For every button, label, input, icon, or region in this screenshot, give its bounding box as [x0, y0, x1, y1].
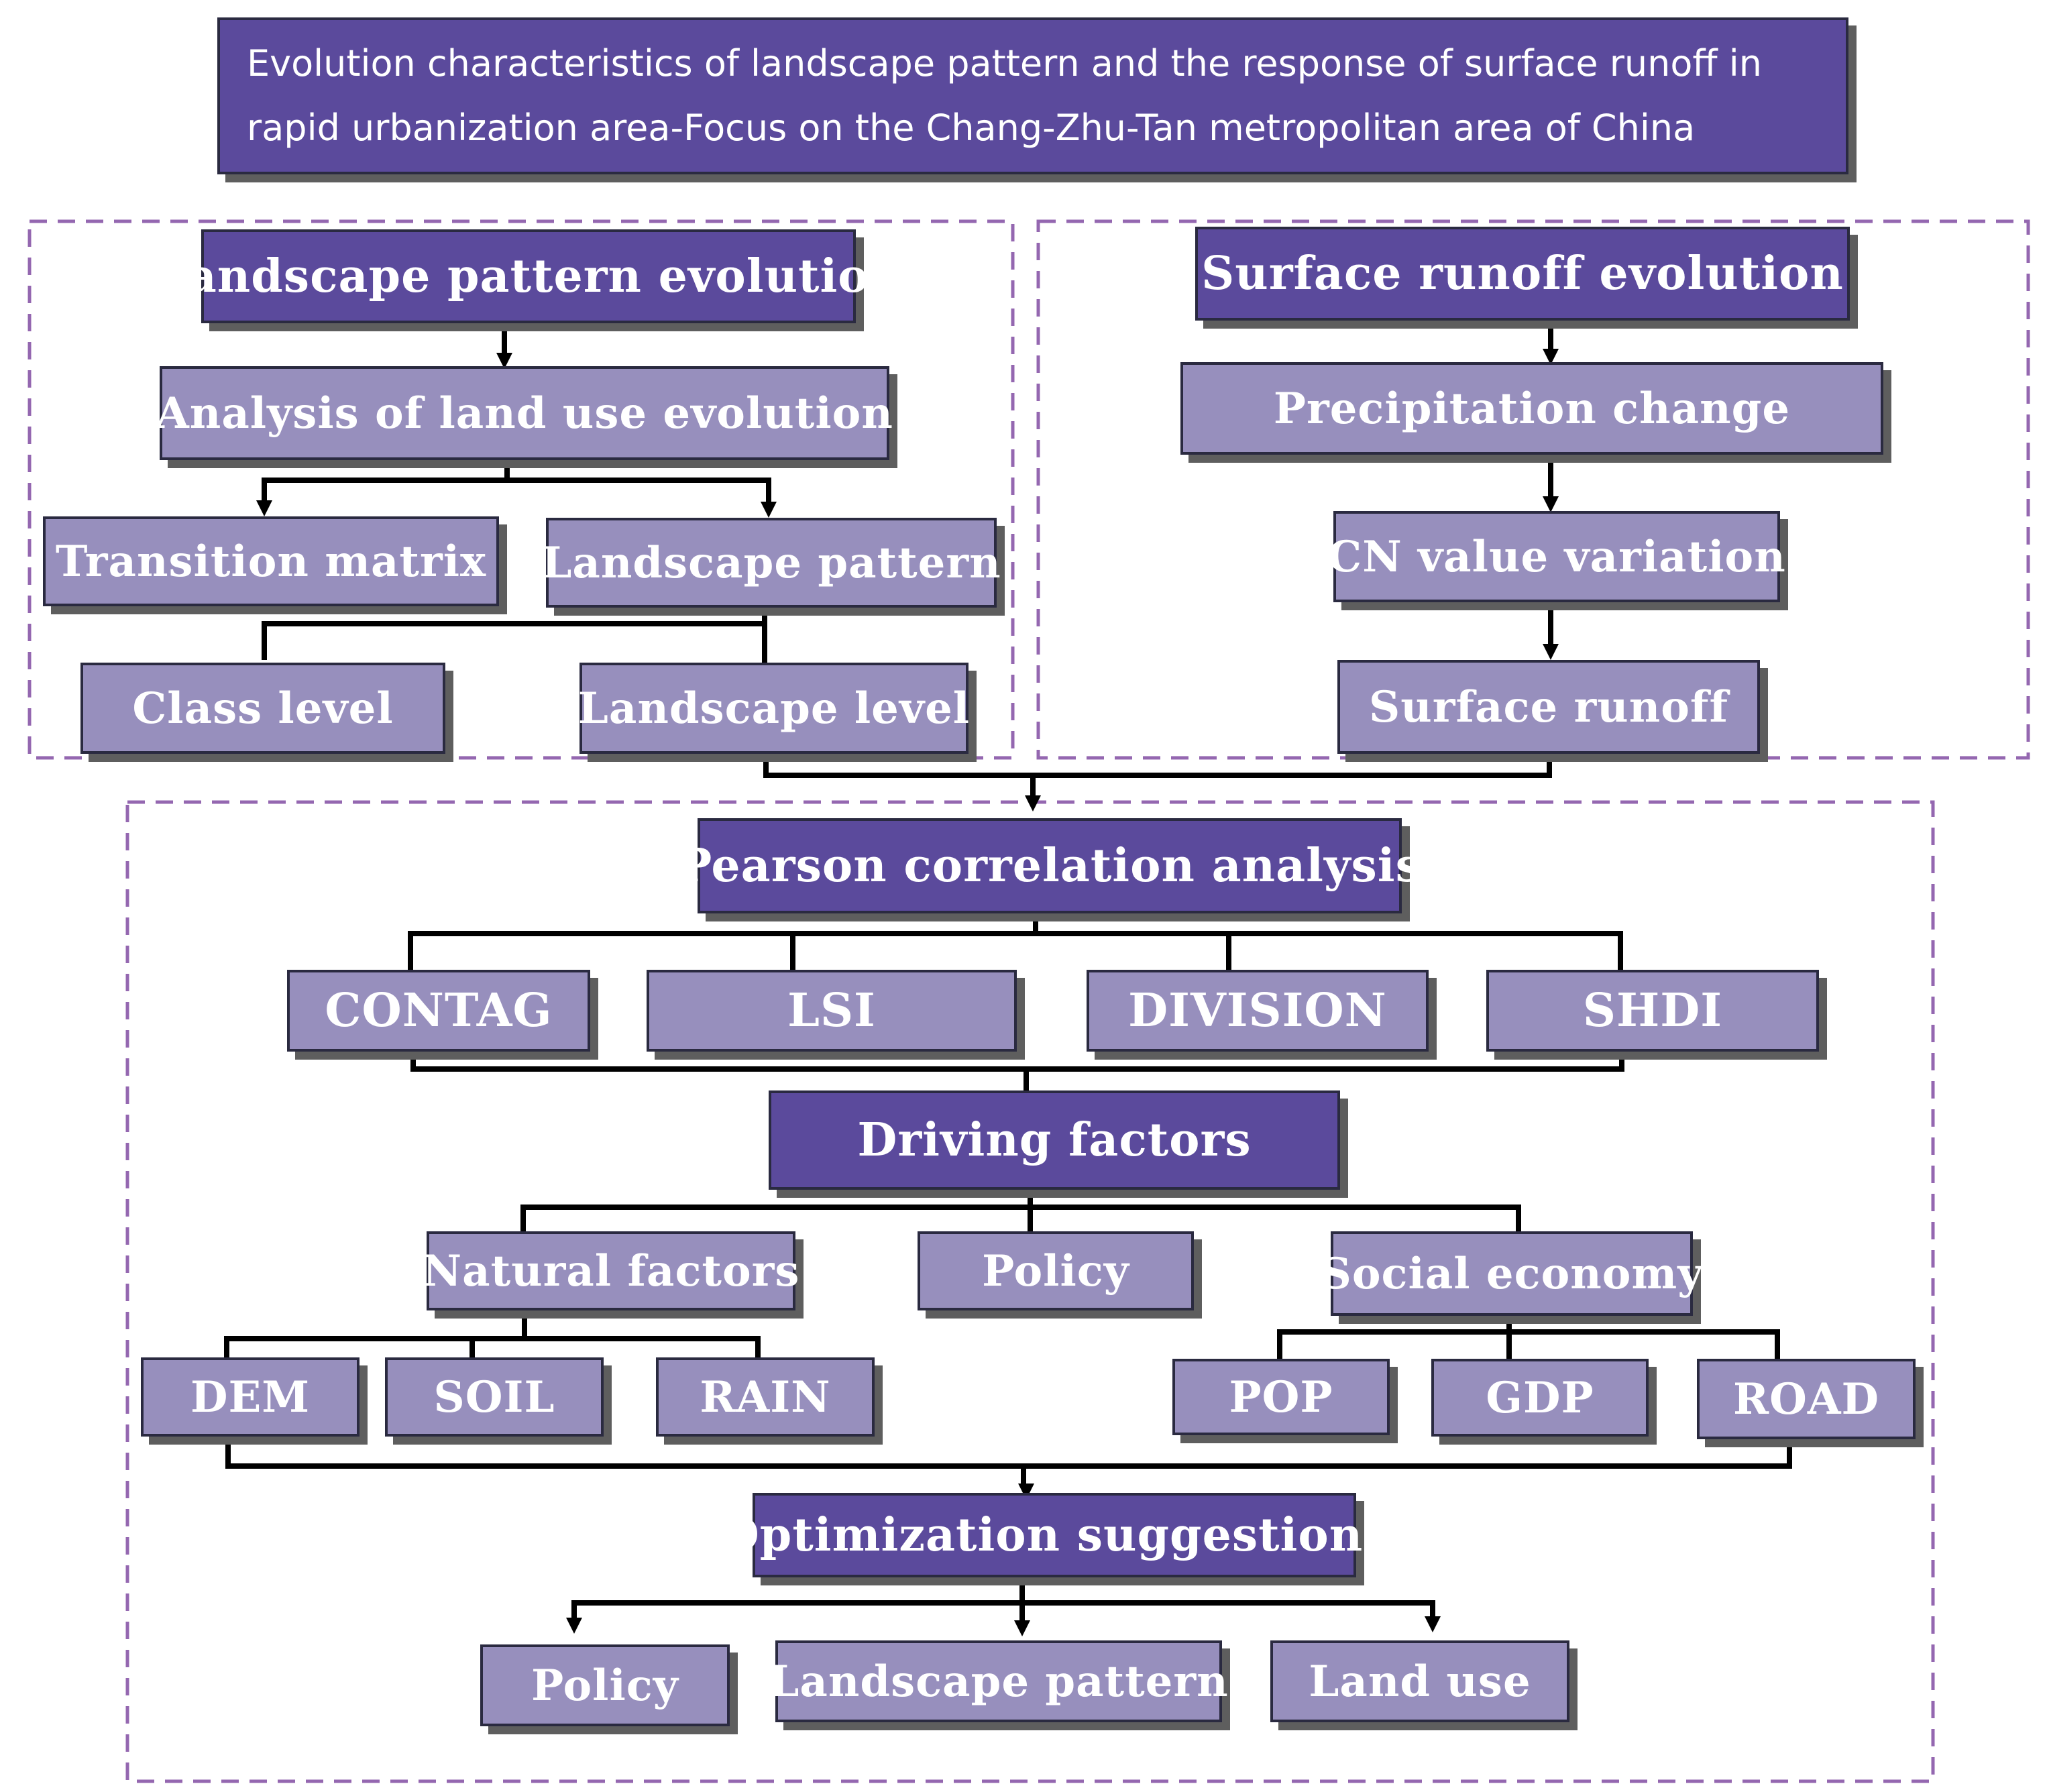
cn-value-variation-box: CN value variation [1327, 511, 1785, 602]
landscape-pattern-evolution-box: Landscape pattern evolution [154, 229, 902, 323]
landscape-level-box: Landscape level [578, 663, 969, 754]
index-box-lsi: LSI [647, 970, 1017, 1052]
social-item-pop: POP [1172, 1359, 1390, 1435]
natural-factors-box: Natural factors [423, 1231, 799, 1310]
social-economy-box: Social economy [1321, 1231, 1702, 1316]
index-box-shdi: SHDI [1486, 970, 1819, 1052]
arrowheads [256, 349, 1559, 1636]
social-item-road: ROAD [1697, 1359, 1916, 1439]
policy-factor-box: Policy [918, 1231, 1194, 1310]
surface-runoff-evolution-box: Surface runoff evolution [1195, 227, 1850, 321]
class-level-box: Class level [80, 663, 445, 754]
precipitation-change-box: Precipitation change [1180, 362, 1883, 455]
connector-lines [224, 318, 1792, 1626]
landscape-section-frame [27, 219, 1015, 760]
suggestion-landscape-pattern-box: Landscape pattern [769, 1640, 1228, 1722]
study-title: Evolution characteristics of landscape p… [217, 17, 1848, 174]
suggestion-land-use-box: Land use [1270, 1640, 1569, 1722]
transition-matrix-box: Transition matrix [43, 516, 499, 606]
driving-factors-box: Driving factors [769, 1090, 1340, 1190]
social-item-gdp: GDP [1431, 1359, 1649, 1437]
landscape-pattern-box: Landscape pattern [541, 518, 1001, 608]
optimization-suggestions-box: Optimization suggestions [720, 1493, 1388, 1577]
natural-item-dem: DEM [141, 1357, 359, 1437]
index-box-division: DIVISION [1087, 970, 1429, 1052]
index-box-contag: CONTAG [287, 970, 590, 1052]
land-use-analysis-box: Analysis of land use evolution [156, 366, 893, 460]
suggestion-policy-box: Policy [480, 1644, 730, 1726]
natural-item-rain: RAIN [656, 1357, 875, 1437]
pearson-correlation-box: Pearson correlation analysis [677, 818, 1421, 913]
surface-runoff-box: Surface runoff [1337, 660, 1760, 754]
runoff-section-frame [1036, 219, 2030, 760]
natural-item-soil: SOIL [385, 1357, 604, 1437]
